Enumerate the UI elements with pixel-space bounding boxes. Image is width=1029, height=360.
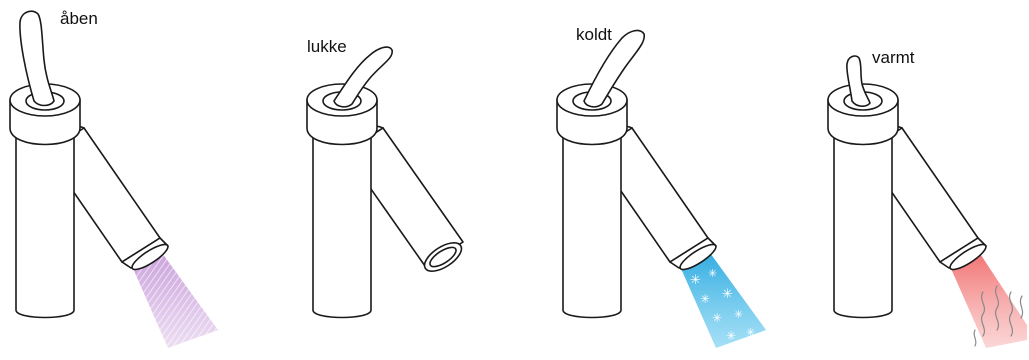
svg-text:✳: ✳ [708,267,717,280]
faucet-open: åben [9,9,218,348]
faucet-hot: varmt [827,48,1027,348]
faucet-body [306,83,378,319]
svg-text:✳: ✳ [734,308,743,321]
faucet-handle-lever[interactable] [333,46,393,108]
svg-text:✳: ✳ [690,273,701,288]
snowflake-icons: ✳ ✳ ✳ ✳ ✳ ✳ ✳ ✳ [690,267,755,343]
water-stream-hot [949,246,1027,348]
label-hot: varmt [872,48,915,67]
faucet-spout [344,124,464,272]
svg-text:✳: ✳ [700,292,710,306]
faucet-handle-lever[interactable] [846,55,871,107]
svg-text:✳: ✳ [726,329,736,343]
steam-icon [973,285,1024,347]
label-close: lukke [307,37,347,56]
svg-text:✳: ✳ [722,287,733,302]
faucet-body [827,83,899,319]
svg-text:✳: ✳ [712,311,722,325]
water-stream-mixed [131,246,218,348]
label-cold: koldt [576,25,612,44]
label-open: åben [60,9,98,28]
faucet-cold: ✳ ✳ ✳ ✳ ✳ ✳ ✳ ✳ koldt [556,25,766,348]
faucet-body [556,83,628,319]
faucet-closed: lukke [306,37,464,319]
svg-text:✳: ✳ [746,326,755,339]
faucet-handle-lever[interactable] [19,10,55,107]
faucet-body [9,83,81,319]
faucet-handle-lever[interactable] [583,29,646,108]
water-stream-cold: ✳ ✳ ✳ ✳ ✳ ✳ ✳ ✳ [679,246,766,348]
